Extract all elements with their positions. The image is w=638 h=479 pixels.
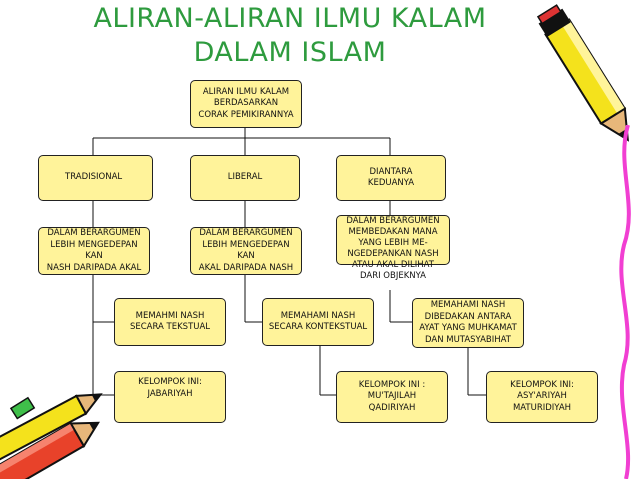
node-root: ALIRAN ILMU KALAM BERDASARKAN CORAK PEMI… — [190, 80, 302, 128]
node-diantara: DIANTARA KEDUANYA — [336, 155, 446, 201]
title-line-1: ALIRAN-ALIRAN ILMU KALAM — [93, 3, 487, 34]
node-diantara-method: MEMAHAMI NASH DIBEDAKAN ANTARA AYAT YANG… — [412, 298, 524, 348]
node-diantara-description: DALAM BERARGUMEN MEMBEDAKAN MANA YANG LE… — [336, 215, 450, 281]
node-liberal-description: DALAM BERARGUMEN LEBIH MENGEDEPAN KAN AK… — [190, 227, 302, 275]
pencil-crayon-icon — [536, 4, 630, 142]
node-group-asyariyah: KELOMPOK INI: ASY'ARIYAH MATURIDIYAH — [486, 371, 598, 423]
node-liberal-method: MEMAHAMI NASH SECARA KONTEKSTUAL — [262, 298, 374, 346]
node-group-mutazilah: KELOMPOK INI : MU'TAJILAH QADIRIYAH — [336, 371, 448, 423]
pencils-icon — [0, 393, 103, 479]
node-tradisional: TRADISIONAL — [38, 155, 153, 201]
wavy-line-decoration — [619, 125, 631, 479]
node-group-jabariyah: KELOMPOK INI: JABARIYAH — [114, 371, 226, 423]
title-line-2: DALAM ISLAM — [193, 37, 387, 68]
node-liberal: LIBERAL — [190, 155, 300, 201]
node-tradisional-method: MEMAHMI NASH SECARA TEKSTUAL — [114, 298, 226, 346]
node-tradisional-description: DALAM BERARGUMEN LEBIH MENGEDEPAN KAN NA… — [38, 227, 150, 275]
diagram-title: ALIRAN-ALIRAN ILMU KALAM DALAM ISLAM — [30, 2, 550, 70]
